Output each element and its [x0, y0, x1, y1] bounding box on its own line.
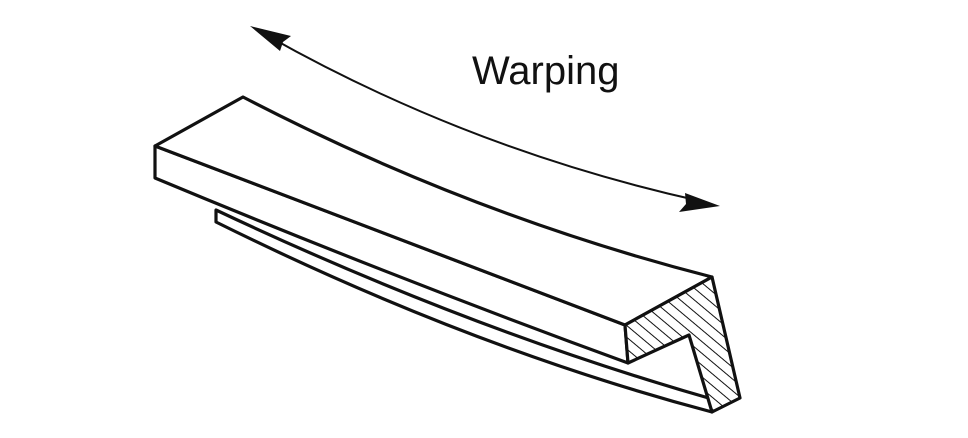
- warping-arrow-arc: [267, 35, 701, 202]
- warped-beam: [153, 95, 742, 414]
- arrowhead-right: [679, 193, 720, 212]
- beam-cross-section: [623, 275, 742, 414]
- warping-label: Warping: [472, 49, 619, 93]
- warping-arrow: [250, 26, 720, 212]
- arrowhead-left: [250, 26, 291, 51]
